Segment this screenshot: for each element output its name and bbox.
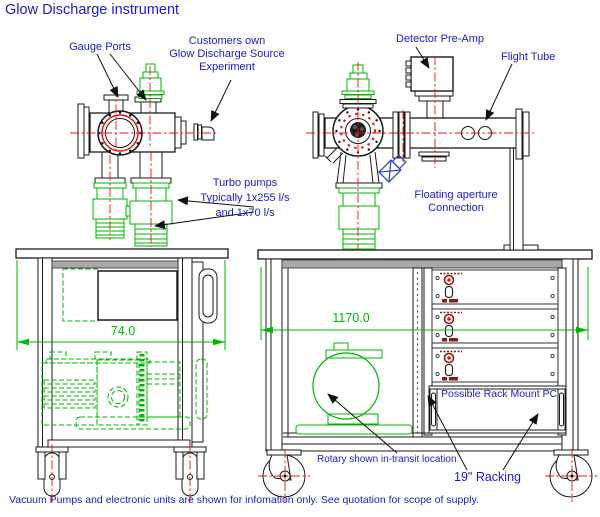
caster-wheel xyxy=(544,448,598,503)
left-cart xyxy=(15,248,229,504)
rack-electronics-unit xyxy=(431,269,559,305)
rack-electronics-unit xyxy=(431,308,559,344)
label-possible-rack-mount-pc: Possible Rack Mount PC xyxy=(441,388,558,400)
bolt-holes xyxy=(98,111,142,155)
label-rotary-in-transit: Rotary shown in-transit location xyxy=(317,454,457,465)
label-flight-tube: Flight Tube xyxy=(501,51,556,63)
page-title: Glow Discharge instrument xyxy=(5,2,180,18)
detector-pre-amp-box xyxy=(405,56,454,92)
centerlines xyxy=(306,56,534,250)
label-19-inch-racking: 19" Racking xyxy=(454,470,521,484)
dimension-left-cart-width xyxy=(16,260,226,350)
source-elbow-fitting xyxy=(193,123,215,141)
label-gauge-ports: Gauge Ports xyxy=(69,41,131,53)
drawer-unit xyxy=(97,270,178,321)
label-turbo-pumps: Turbo pumps Typically 1x255 l/s and 1x70… xyxy=(200,177,290,219)
rack-electronics-unit xyxy=(431,347,559,383)
dimension-value-right-cart: 1170.0 xyxy=(332,311,370,325)
gauge-head xyxy=(136,63,165,99)
rotary-pump-left-cart xyxy=(41,351,208,430)
vent-valve xyxy=(378,154,407,183)
dimension-right-cart-width xyxy=(260,267,589,340)
centerlines xyxy=(70,66,216,247)
annotation-leaders xyxy=(96,46,539,471)
footnote-text: Vacuum Pumps and electronic units are sh… xyxy=(9,494,479,506)
cart-handle xyxy=(198,268,218,324)
label-customers-own-source: Customers own Glow Discharge Source Expe… xyxy=(169,35,285,73)
rotary-pump-in-transit xyxy=(312,342,383,425)
label-detector-pre-amp: Detector Pre-Amp xyxy=(396,33,485,45)
flight-tube-support-leg xyxy=(509,147,524,251)
bolt-holes xyxy=(335,108,381,154)
floating-aperture-flange xyxy=(392,111,411,159)
right-cart xyxy=(257,244,598,503)
turbo-pump-source xyxy=(335,182,383,250)
electronics-unit-outline xyxy=(62,268,99,322)
rack-19-inch xyxy=(423,267,567,436)
rack-mount-pc-unit xyxy=(428,385,567,434)
chamber-yoke-stand xyxy=(336,151,380,184)
label-floating-aperture: Floating aperture Connection xyxy=(414,189,498,214)
dimension-value-left-cart: 74.0 xyxy=(110,324,136,338)
left-instrument xyxy=(70,63,216,247)
right-instrument xyxy=(306,56,534,251)
turbo-pump-small xyxy=(92,182,132,239)
